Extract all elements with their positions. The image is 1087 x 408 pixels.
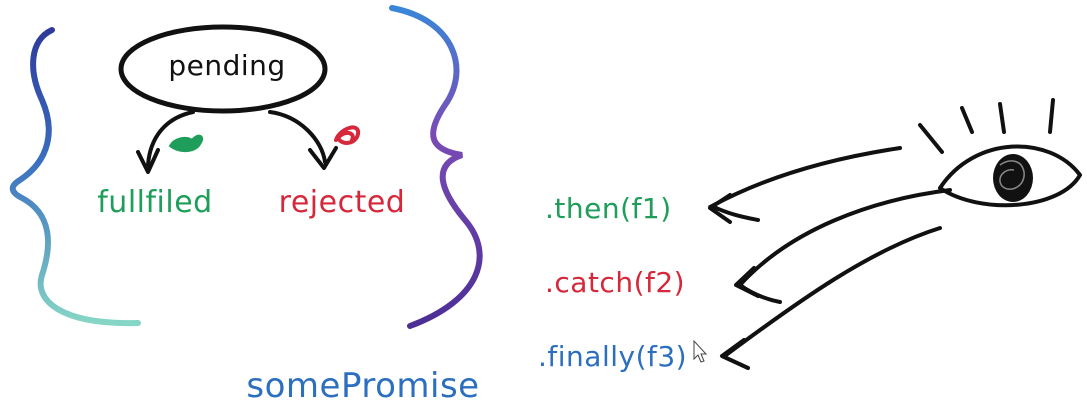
finally-handler-label: .finally(f3) [538, 340, 687, 373]
arrow-to-then [707, 146, 902, 222]
arrow-to-catch-head [734, 266, 760, 298]
arrow-to-finally-head [720, 338, 750, 370]
arrow-to-finally [724, 226, 942, 357]
left-brace [9, 27, 141, 327]
arrow-to-then-head [708, 193, 732, 224]
arrow-to-rejected [268, 110, 327, 164]
arrow-to-fulfilled [146, 110, 195, 167]
red-scribble-icon [334, 125, 361, 145]
object-label: somePromise [246, 366, 479, 406]
eye-icon [918, 98, 1082, 208]
arrow-to-fulfilled-head [136, 148, 160, 174]
arrow-to-catch [737, 188, 952, 304]
right-brace [389, 5, 483, 329]
green-blob-icon [168, 134, 204, 152]
pending-ellipse [118, 24, 328, 114]
arrow-to-rejected-head [308, 146, 338, 170]
pending-label: pending [168, 49, 285, 82]
fulfilled-label: fullfiled [97, 185, 212, 220]
rejected-label: rejected [279, 185, 406, 220]
then-handler-label: .then(f1) [545, 192, 672, 225]
mouse-cursor-icon [693, 339, 708, 363]
catch-handler-label: .catch(f2) [545, 266, 685, 299]
